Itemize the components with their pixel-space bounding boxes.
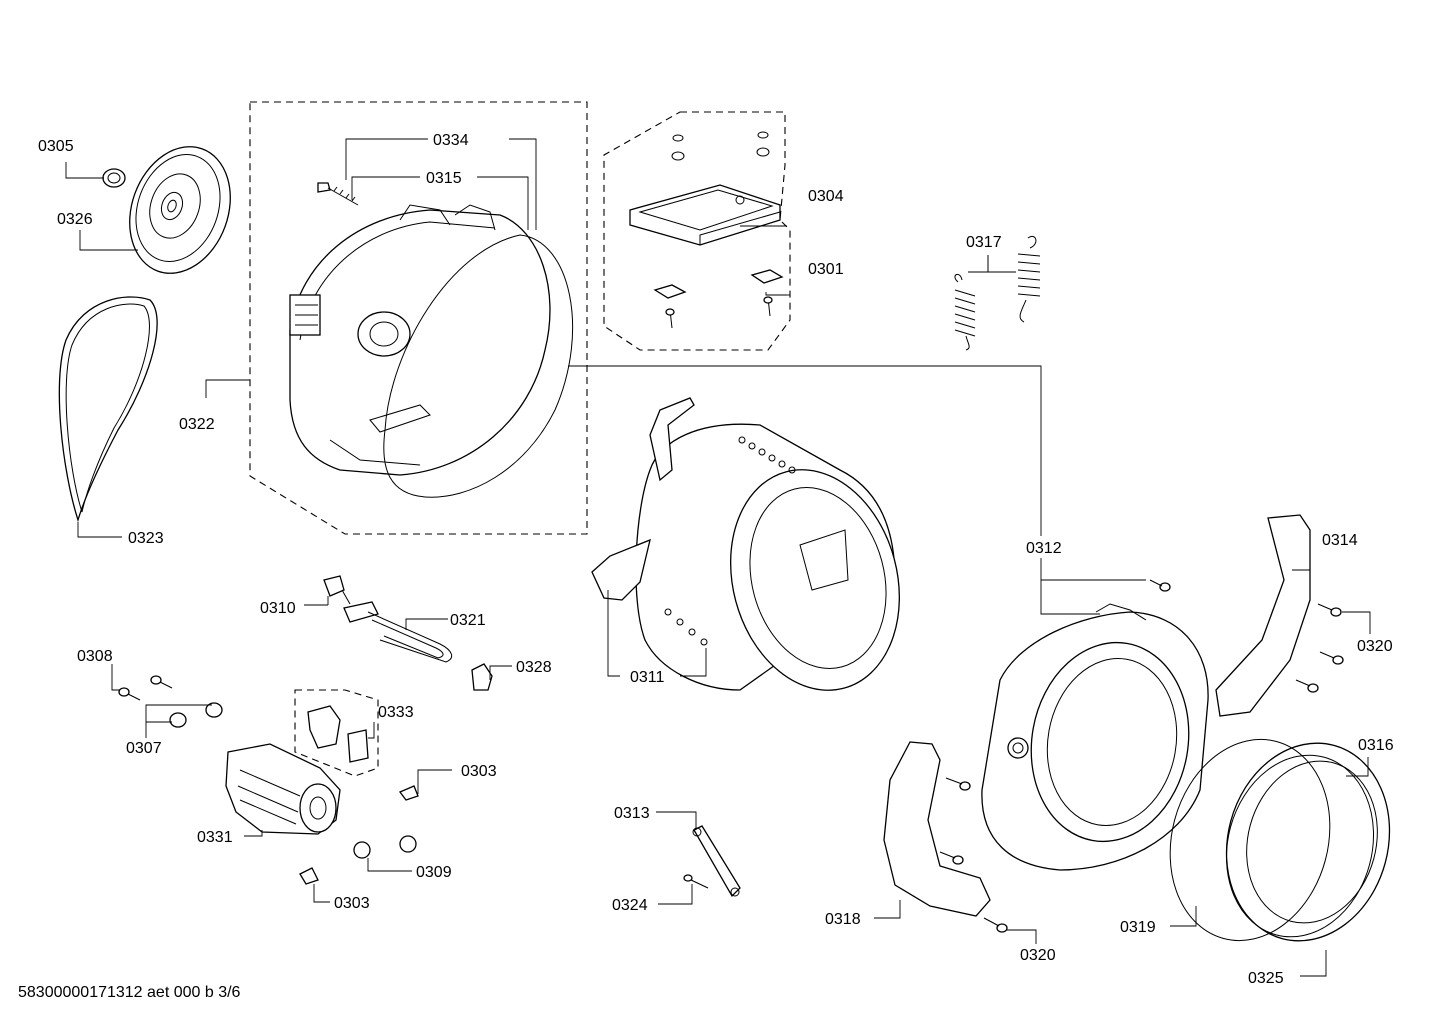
drawing-footer-code: 58300000171312 aet 000 b 3/6 [18,984,241,1001]
screw-0312-part [1149,579,1171,592]
label-0307: 0307 [126,740,162,757]
label-0319: 0319 [1120,919,1156,936]
label-0309: 0309 [416,864,452,881]
tub-seal-ring-part [383,234,573,498]
label-0317: 0317 [966,234,1002,251]
front-tub-part [981,603,1209,871]
pulley-part [129,146,231,274]
label-0326: 0326 [57,211,93,228]
bolts-0320-part [939,603,1344,933]
label-0311: 0311 [630,669,665,686]
label-0334: 0334 [433,132,469,149]
door-seal-part [1225,742,1391,942]
heater-bracket-part [471,663,493,691]
leader-lines [65,138,1371,977]
counterweight-group-outline [603,111,791,351]
label-0303-lower: 0303 [334,895,370,912]
label-0324: 0324 [612,897,648,914]
support-plate-part [629,184,781,246]
clip-0303-upper-part [398,785,419,801]
label-0325: 0325 [1248,970,1284,987]
label-0323: 0323 [128,530,164,547]
label-0322: 0322 [179,416,215,433]
bushing-part [102,168,126,188]
carbon-brushes-0309-part [353,835,417,859]
label-0304: 0304 [808,188,844,205]
label-0328: 0328 [516,659,552,676]
tub-group-outline [249,101,588,535]
label-0320-lower: 0320 [1020,947,1056,964]
tub-springs-part [954,235,1041,351]
screw-0324-part [683,874,709,889]
link-0313-part [692,825,741,898]
screws-0308-part [118,675,173,701]
label-0312: 0312 [1026,540,1062,557]
actuator-group-outline [294,689,379,777]
label-0316: 0316 [1358,737,1394,754]
heater-element-part [343,601,453,663]
upper-counterweight-part [1215,514,1311,717]
clip-0303-lower-part [299,867,319,885]
damper-pins-0307-part [169,702,223,728]
lower-counterweight-part [883,741,991,917]
motor-part [225,743,341,835]
label-0310: 0310 [260,600,296,617]
actuator-part [307,705,369,763]
label-0320-upper: 0320 [1357,638,1393,655]
ntc-sensor-part [323,575,351,605]
tub-screw-part [317,182,359,206]
rear-tub-part [289,204,551,476]
label-0313: 0313 [614,805,650,822]
label-0305: 0305 [38,138,74,155]
clamp-ring-0319-part [1169,738,1331,942]
label-0315: 0315 [426,170,462,187]
label-0321: 0321 [450,612,486,629]
label-0308: 0308 [77,648,113,665]
drum-part [591,397,900,691]
label-0318: 0318 [825,911,861,928]
label-0314: 0314 [1322,532,1358,549]
drive-belt-part [58,296,158,523]
part-labels: 0305 0326 0323 0322 0334 0315 0304 0301 … [38,132,1394,987]
washer-set-part [653,131,784,329]
label-0303-upper: 0303 [461,763,497,780]
label-0301: 0301 [808,261,844,278]
label-0333: 0333 [378,704,414,721]
label-0331: 0331 [197,829,233,846]
